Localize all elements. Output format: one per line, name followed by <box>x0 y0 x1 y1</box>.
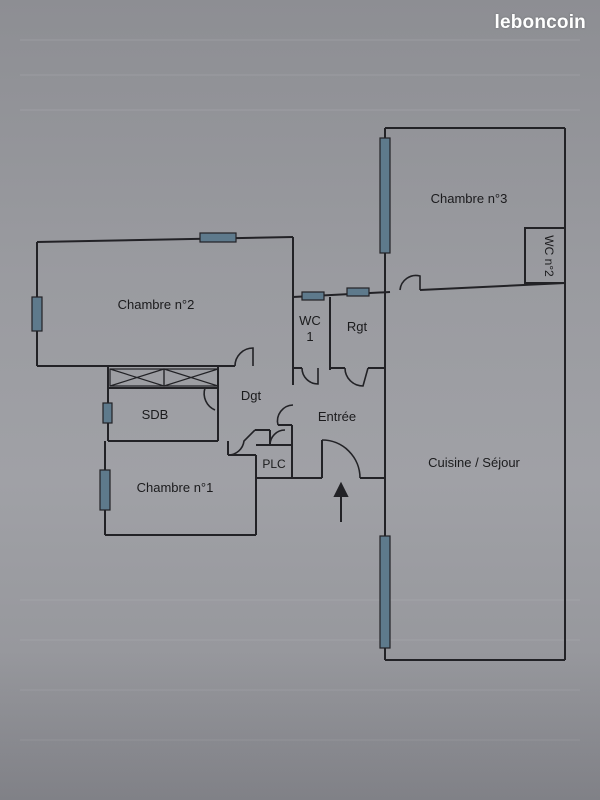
label-chambre1: Chambre n°1 <box>137 480 214 495</box>
door-chambre1 <box>227 429 256 456</box>
wall-chambre2-top <box>36 236 294 243</box>
label-dgt: Dgt <box>241 388 262 403</box>
wall-chambre3-bottom <box>419 282 566 291</box>
door-swings <box>203 274 421 479</box>
door-chambre2 <box>234 347 254 367</box>
window-chambre2-top <box>199 232 237 243</box>
window-sdb <box>102 402 113 424</box>
label-plc: PLC <box>262 457 286 471</box>
label-wc1-line2: 1 <box>306 329 313 344</box>
label-sdb: SDB <box>142 407 169 422</box>
window-wc1 <box>301 291 325 301</box>
door-sdb <box>203 387 216 411</box>
label-chambre3: Chambre n°3 <box>431 191 508 206</box>
windows <box>31 137 391 649</box>
closet-right <box>163 368 219 387</box>
label-rgt: Rgt <box>347 319 368 334</box>
window-chambre3 <box>379 137 391 254</box>
walls <box>36 127 566 661</box>
door-rgt <box>344 367 369 387</box>
window-chambre1 <box>99 469 111 511</box>
door-wc1 <box>301 367 319 385</box>
entrance-arrow-icon <box>333 481 349 522</box>
window-rgt <box>346 287 370 297</box>
door-entree <box>321 439 361 479</box>
door-plc <box>269 429 286 446</box>
wc2-box <box>524 227 566 284</box>
paper-texture <box>20 39 580 741</box>
label-wc1-line1: WC <box>299 313 321 328</box>
door-dgt-entree <box>276 404 294 426</box>
label-entree: Entrée <box>318 409 356 424</box>
window-chambre2-west <box>31 296 43 332</box>
label-wc2: WC n°2 <box>542 235 556 277</box>
label-chambre2: Chambre n°2 <box>118 297 195 312</box>
window-sejour <box>379 535 391 649</box>
leboncoin-watermark: leboncoin <box>494 12 586 33</box>
label-cuisine-sejour: Cuisine / Séjour <box>428 455 520 470</box>
door-chambre3 <box>399 274 421 291</box>
closet-cabinets <box>109 368 219 387</box>
